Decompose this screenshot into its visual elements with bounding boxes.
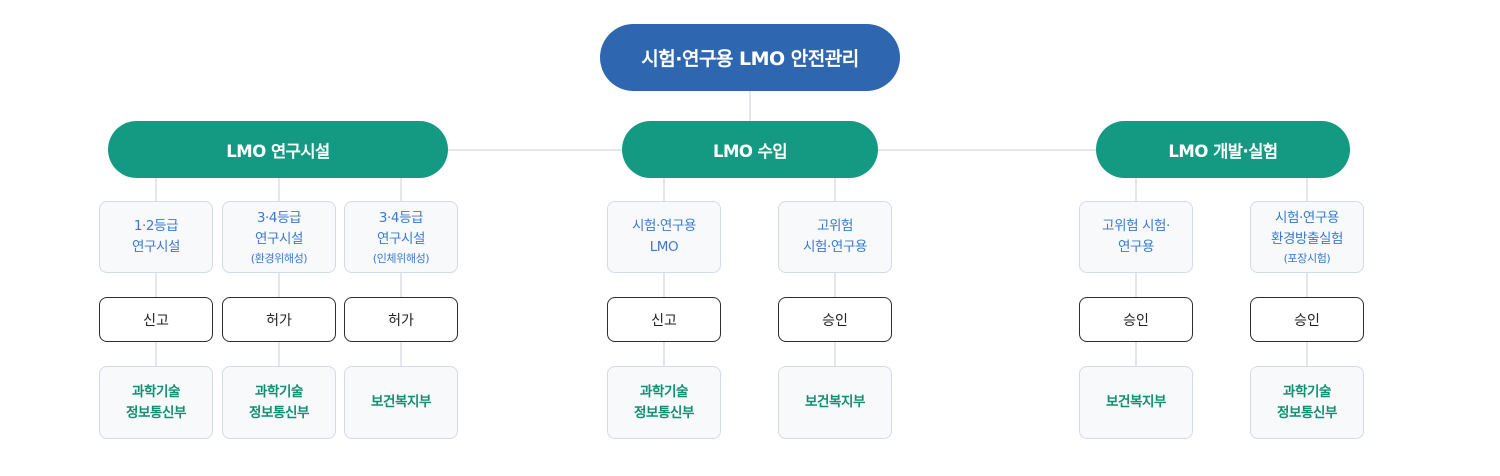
procedure-box: 허가 xyxy=(222,297,336,342)
category-text: 3·4등급 xyxy=(256,209,302,226)
agency-text: 정보통신부 xyxy=(633,404,695,421)
category-text: LMO xyxy=(649,239,679,255)
agency-text: 정보통신부 xyxy=(1276,404,1338,421)
category-text: 1·2등급 xyxy=(133,218,179,234)
branch-node: LMO 연구시설 xyxy=(108,121,448,178)
procedure-box: 허가 xyxy=(344,297,458,342)
category-text: 시험·연구용 xyxy=(1275,209,1339,226)
category-text: 연구시설 xyxy=(254,230,304,247)
agency-text: 과학기술 xyxy=(254,383,304,400)
agency-text: 정보통신부 xyxy=(125,404,187,421)
category-text: 연구시설 xyxy=(376,230,426,247)
procedure-box: 신고 xyxy=(99,297,213,342)
category-text: 3·4등급 xyxy=(378,209,424,226)
category-subtext: (인체위해성) xyxy=(372,251,430,265)
category-text: 고위험 시험· xyxy=(1102,218,1170,234)
category-text: 시험·연구용 xyxy=(803,239,867,255)
procedure-box: 신고 xyxy=(607,297,721,342)
agency-card: 보건복지부 xyxy=(1079,366,1193,439)
agency-text: 과학기술 xyxy=(1282,383,1332,400)
category-text: 환경방출실험 xyxy=(1270,230,1344,247)
branch-node: LMO 개발·실험 xyxy=(1096,121,1350,178)
category-text: 고위험 xyxy=(816,218,854,234)
category-card: 고위험 시험· 연구용 xyxy=(1079,201,1193,273)
category-card: 시험·연구용 LMO xyxy=(607,201,721,273)
branch-node: LMO 수입 xyxy=(622,121,878,178)
category-text: 연구시설 xyxy=(131,239,181,255)
agency-card: 보건복지부 xyxy=(778,366,892,439)
root-node: 시험·연구용 LMO 안전관리 xyxy=(600,24,900,91)
procedure-box: 승인 xyxy=(1079,297,1193,342)
agency-text: 과학기술 xyxy=(131,383,181,400)
agency-text: 보건복지부 xyxy=(1105,394,1167,410)
agency-text: 보건복지부 xyxy=(804,394,866,410)
procedure-box: 승인 xyxy=(1250,297,1364,342)
category-subtext: (포장시험) xyxy=(1283,251,1331,265)
agency-text: 정보통신부 xyxy=(248,404,310,421)
agency-text: 보건복지부 xyxy=(370,394,432,410)
category-text: 연구용 xyxy=(1117,239,1155,255)
agency-card: 보건복지부 xyxy=(344,366,458,439)
category-subtext: (환경위해성) xyxy=(250,251,308,265)
agency-text: 과학기술 xyxy=(639,383,689,400)
procedure-box: 승인 xyxy=(778,297,892,342)
category-text: 시험·연구용 xyxy=(632,218,696,234)
